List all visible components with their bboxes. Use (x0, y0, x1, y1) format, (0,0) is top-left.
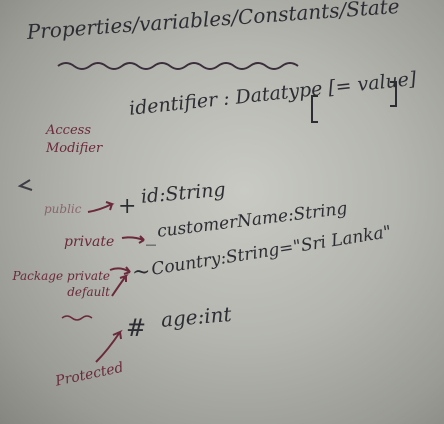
package-arrow (109, 266, 131, 275)
package-symbol: ~ (132, 260, 151, 285)
private-arrow (121, 235, 145, 244)
default-squiggle (61, 315, 93, 321)
protected-arrow (95, 329, 123, 363)
protected-symbol: # (126, 314, 147, 342)
left-bracket (311, 95, 318, 123)
caret-mark (17, 179, 33, 191)
access-modifier-label: Access Modifier (46, 123, 103, 156)
right-bracket (390, 81, 397, 107)
modifier-public-label: public (44, 202, 82, 216)
public-arrow (87, 201, 115, 213)
private-symbol: _ (146, 222, 156, 246)
modifier-private-label: private (64, 234, 115, 250)
default-arrow (111, 274, 129, 297)
modifier-package-label: Package private default (12, 269, 110, 299)
public-symbol: + (118, 194, 137, 219)
title-underline (57, 62, 299, 70)
